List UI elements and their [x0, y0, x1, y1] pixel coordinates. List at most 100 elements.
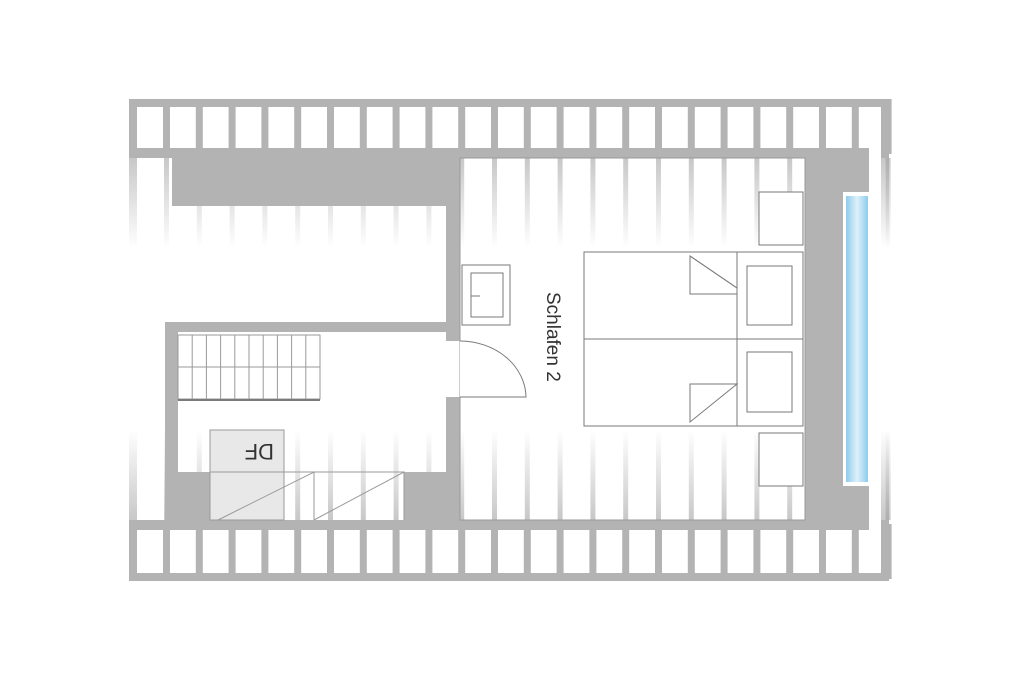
rafter-fade-right-bottom	[881, 430, 889, 520]
rafter-top	[753, 99, 761, 154]
rafter-bottom	[359, 524, 367, 579]
rafter-fade-up	[295, 430, 301, 520]
rafter-top	[359, 99, 367, 154]
staircase	[177, 334, 405, 521]
rafter-top	[655, 99, 662, 154]
rafter-top	[687, 99, 695, 154]
stair-diagonal-2	[313, 471, 405, 521]
rafter-fade-left-bottom	[129, 430, 137, 520]
room-outline	[459, 157, 806, 521]
rafter-top	[458, 99, 466, 154]
rafter-bottom	[425, 524, 433, 579]
room-label-schlafen: Schlafen 2	[542, 292, 563, 382]
rafter-fade-up	[360, 430, 366, 520]
stair-treads	[191, 335, 307, 399]
rafter-bottom	[687, 524, 695, 579]
rafter-bottom	[819, 524, 826, 579]
rafter-fade-up	[524, 430, 530, 520]
rafter-top	[589, 99, 597, 154]
rafter-top-outer-rail	[129, 99, 889, 107]
double-bed	[583, 251, 804, 427]
rafter-fade-up	[623, 430, 629, 520]
rafter-fade-up	[393, 430, 399, 520]
rafter-band-top	[129, 99, 892, 158]
wall-top-edge	[129, 148, 869, 158]
wall-bottom-mid-block	[404, 472, 460, 522]
rafter-top	[195, 99, 203, 154]
rafter-bottom	[720, 524, 728, 579]
rafter-bottom	[458, 524, 466, 579]
rafter-fade-right-top	[881, 158, 889, 248]
rafter-bottom	[163, 524, 170, 579]
pillow-bottom	[746, 351, 793, 413]
rafter-fade-up	[557, 430, 563, 520]
door-swing	[459, 340, 527, 398]
rafter-fade-down	[492, 158, 497, 248]
rafter-top	[523, 99, 531, 154]
rafter-fade-down	[459, 158, 465, 248]
rafter-fade-up	[328, 430, 333, 520]
wall-bottom-edge	[129, 520, 869, 530]
rafter-band-bottom	[129, 520, 892, 581]
rafter-bottom-left-post	[129, 520, 137, 581]
rafter-bottom	[523, 524, 531, 579]
pillow-top	[746, 265, 793, 326]
rafter-fade-down	[721, 158, 727, 248]
rafter-bottom	[622, 524, 630, 579]
rafter-bottom	[491, 524, 498, 579]
nightstand-bottom	[758, 432, 804, 487]
blanket-fold-top-edge	[689, 255, 738, 289]
rafter-fade-up	[656, 430, 661, 520]
rafter-top	[622, 99, 630, 154]
rafter-bottom	[261, 524, 269, 579]
rafter-top	[720, 99, 728, 154]
wall-top-left	[172, 158, 460, 206]
rafter-fade-up	[688, 430, 694, 520]
rafter-fade-up	[590, 430, 596, 520]
rafter-bottom	[228, 524, 236, 579]
rafter-bottom	[884, 524, 892, 579]
rafter-bottom	[786, 524, 794, 579]
rafter-fade-down	[164, 158, 169, 248]
stair-label-df: DF	[245, 439, 274, 464]
skylight-window	[843, 192, 873, 486]
rafter-top-left-post	[129, 99, 137, 158]
rafter-fade-down	[754, 158, 760, 248]
blanket-fold-bottom	[689, 383, 739, 424]
rafter-fade-down	[557, 158, 563, 248]
rafter-top	[163, 99, 170, 154]
window-glass	[846, 196, 868, 482]
rafter-fade-down	[524, 158, 530, 248]
rafter-fade-up	[754, 430, 760, 520]
rafter-fade-up	[721, 430, 727, 520]
basin-inner	[470, 272, 504, 318]
rafter-top	[786, 99, 794, 154]
rafter-top	[819, 99, 826, 154]
rafter-fade-down	[688, 158, 694, 248]
rafter-fade-up	[459, 430, 465, 520]
wash-basin	[461, 264, 511, 326]
rafter-top	[851, 99, 859, 154]
rafter-top	[327, 99, 334, 154]
rafter-bottom	[327, 524, 334, 579]
rafter-top	[261, 99, 269, 154]
rafter-top	[884, 99, 892, 154]
door-arc	[459, 340, 527, 398]
rafter-fade-left-top	[129, 158, 137, 248]
rafter-bottom	[392, 524, 400, 579]
rafter-top	[556, 99, 564, 154]
rafter-bottom	[753, 524, 761, 579]
rafter-top	[425, 99, 433, 154]
wall-bottom-left-block	[165, 472, 210, 522]
rafter-bottom	[655, 524, 662, 579]
rafter-fade-down	[590, 158, 596, 248]
rafter-top	[294, 99, 302, 154]
wall-center-upper	[446, 158, 460, 341]
rafter-top	[228, 99, 236, 154]
rafter-top	[392, 99, 400, 154]
rafter-bottom	[589, 524, 597, 579]
rafter-bottom-outer-rail	[129, 573, 889, 581]
rafter-bottom	[294, 524, 302, 579]
rafter-bottom	[851, 524, 859, 579]
